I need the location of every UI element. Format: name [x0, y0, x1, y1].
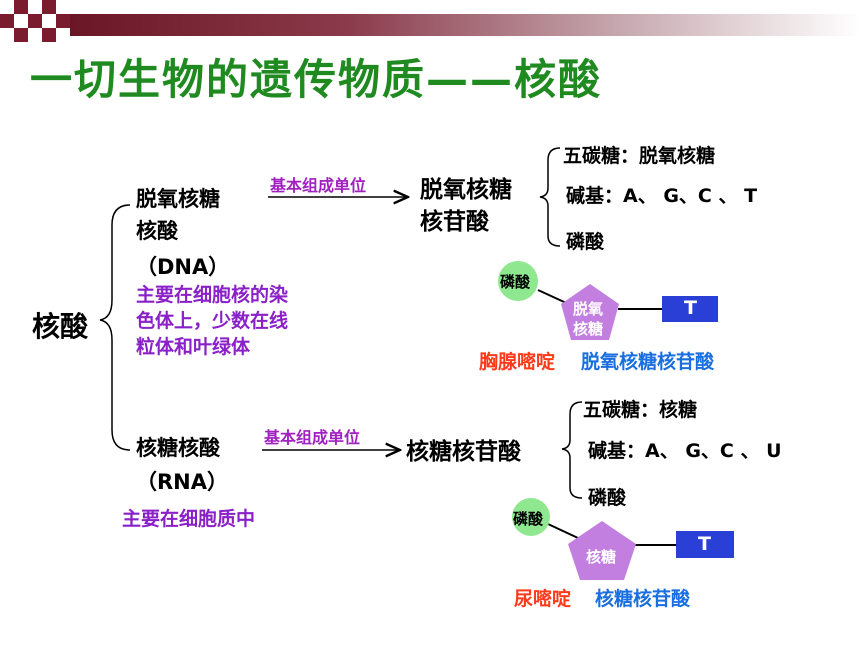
rna-abbr: （RNA）: [136, 470, 228, 494]
rna-base-label: T: [698, 533, 711, 555]
dna-abbr: （DNA）: [136, 255, 230, 279]
dna-location-line2: 色体上，少数在线: [136, 310, 289, 332]
rna-base-caption: 尿嘧啶: [514, 588, 572, 610]
rna-sugar-pentagon: [568, 521, 636, 580]
dna-base-component: 碱基：A、 G、C 、 T: [566, 185, 758, 207]
rna-base-rect: [676, 531, 734, 558]
rna-unit-caption: 核糖核苷酸: [595, 588, 691, 610]
header-checker-decor: [0, 0, 72, 46]
dna-sugar-label-line1: 脱氧: [573, 300, 604, 318]
rna-unit: 核糖核苷酸: [406, 439, 521, 465]
rna-arrow-label: 基本组成单位: [264, 428, 361, 447]
dna-phosphate-label: 磷酸: [500, 273, 531, 291]
page-title: 一切生物的遗传物质——核酸: [30, 55, 603, 104]
rna-sugar-component: 五碳糖：核糖: [583, 399, 698, 421]
dna-base-label: T: [684, 297, 697, 319]
dna-sugar-label-line2: 核糖: [573, 320, 604, 338]
dna-location-line3: 粒体和叶绿体: [136, 336, 251, 358]
dna-phosphate-component: 磷酸: [566, 231, 605, 253]
rna-components-brace: [561, 401, 583, 499]
rna-location: 主要在细胞质中: [122, 508, 256, 530]
dna-unit-line1: 脱氧核糖: [420, 177, 512, 203]
rna-base-component: 碱基：A、 G、C 、 U: [588, 440, 782, 462]
dna-name-line1: 脱氧核糖: [136, 187, 220, 211]
dna-location-line1: 主要在细胞核的染: [136, 284, 289, 306]
dna-name-line2: 核酸: [136, 219, 178, 243]
root-brace: [99, 204, 131, 451]
rna-sugar-label: 核糖: [586, 548, 617, 566]
rna-phosphate-component: 磷酸: [588, 487, 627, 509]
dna-arrow-label: 基本组成单位: [270, 176, 367, 195]
dna-base-rect: [662, 296, 718, 322]
dna-unit-caption: 脱氧核糖核苷酸: [581, 351, 715, 373]
rna-phosphate-bond: [547, 523, 579, 539]
dna-unit-line2: 核苷酸: [420, 209, 489, 235]
header-decor-bar: [70, 14, 860, 36]
rna-phosphate-circle: [512, 498, 550, 536]
rna-phosphate-label: 磷酸: [513, 510, 544, 528]
dna-base-caption: 胸腺嘧啶: [479, 351, 556, 373]
dna-phosphate-circle: [498, 261, 538, 301]
root-label: 核酸: [32, 310, 89, 343]
dna-sugar-pentagon: [561, 284, 619, 340]
dna-components-brace: [539, 147, 561, 247]
rna-name: 核糖核酸: [136, 436, 220, 460]
dna-sugar-component: 五碳糖：脱氧核糖: [563, 145, 716, 167]
